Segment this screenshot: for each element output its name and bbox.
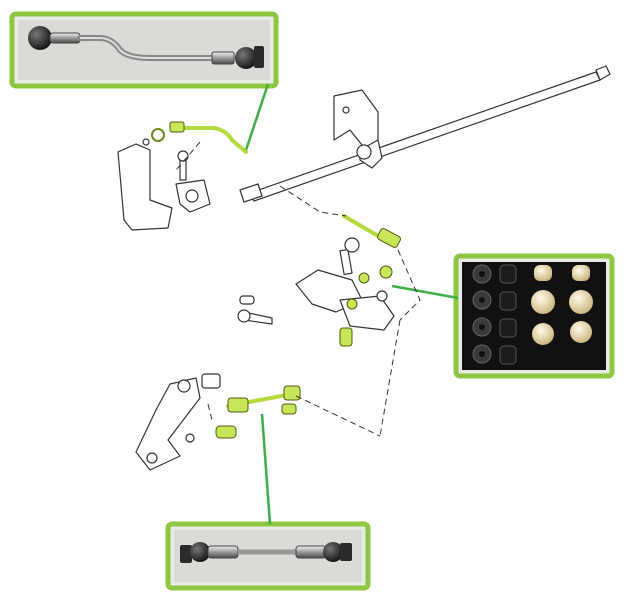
upper-lever-assembly: [117, 128, 211, 231]
shift-rod-top-image: [28, 26, 264, 69]
bushing-kit-image: [472, 264, 593, 365]
shift-rod-bottom-image: [180, 542, 352, 563]
middle-selector-bracket: [237, 237, 395, 347]
rod-support-bracket: [333, 89, 383, 169]
highlighted-upper-link-rod: [169, 121, 248, 154]
leader-line-bottom: [260, 413, 272, 525]
callout-right-bushing-kit-photo: [453, 253, 615, 379]
lower-lever-assembly: [135, 373, 221, 471]
callout-bottom-shift-rod-photo: [165, 521, 371, 591]
leader-line-right: [391, 284, 459, 300]
lower-link-rod-highlighted: [215, 385, 301, 439]
main-shift-rod: [239, 65, 611, 203]
leader-line-top: [244, 83, 270, 151]
assembly-dash-lines: [175, 141, 421, 437]
callout-top-shift-rod-photo: [9, 11, 279, 89]
middle-link-rod-highlighted: [342, 214, 401, 248]
